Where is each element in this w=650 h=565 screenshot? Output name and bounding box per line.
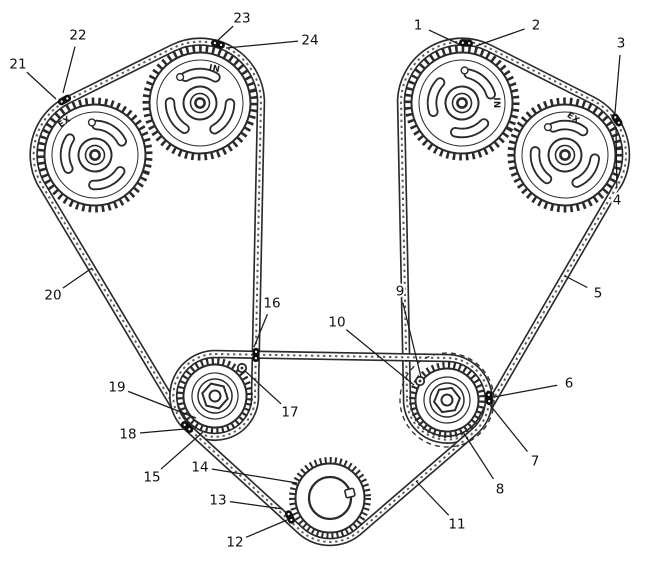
callout-number-7: 7: [531, 454, 540, 470]
callout-number-10: 10: [328, 315, 345, 331]
callout-leader-22: [62, 46, 76, 94]
callout-number-21: 21: [9, 57, 26, 73]
callout-number-24: 24: [301, 33, 318, 49]
callout-number-23: 23: [233, 11, 250, 27]
callout-leader-9: [402, 302, 422, 378]
timing-link-mark-left-run: [252, 347, 260, 363]
callout-number-18: 18: [119, 427, 136, 443]
timing-link-mark-right-intake: [458, 38, 474, 48]
callout-number-19: 19: [108, 380, 125, 396]
callout-number-6: 6: [565, 376, 574, 392]
callout-leader-21: [26, 71, 57, 100]
callout-leader-17: [243, 369, 282, 405]
timing-link-mark-right-idler: [485, 390, 493, 406]
callout-number-20: 20: [44, 288, 61, 304]
callout-leader-20: [62, 267, 93, 289]
callout-leader-2: [475, 28, 525, 47]
sprocket-mark-left-intake: IN: [208, 63, 221, 75]
callout-leader-15: [160, 431, 204, 470]
callout-number-11: 11: [448, 517, 465, 533]
sprocket-mark-right-intake: IN: [491, 97, 501, 108]
callout-leader-18: [139, 428, 186, 434]
callout-leader-23: [215, 25, 234, 43]
callout-number-1: 1: [414, 18, 423, 34]
callout-number-5: 5: [594, 286, 603, 302]
callout-number-2: 2: [532, 18, 541, 34]
callout-leader-7: [489, 404, 528, 453]
callout-number-9: 9: [396, 284, 405, 300]
callout-leader-5: [564, 275, 588, 289]
callout-leader-6: [493, 384, 558, 398]
callout-leader-1: [428, 29, 462, 46]
sprockets: [27, 30, 626, 539]
callout-number-12: 12: [226, 535, 243, 551]
callout-leader-14: [211, 468, 298, 484]
crankshaft-keyway: [344, 487, 356, 499]
callout-leader-10: [345, 329, 415, 386]
callout-number-15: 15: [143, 470, 160, 486]
callout-leader-16: [253, 313, 269, 348]
callout-leader-12: [245, 519, 288, 538]
callout-leader-3: [614, 54, 621, 114]
callout-leader-8: [462, 431, 494, 480]
idler-reference-dashed-circle: [399, 352, 495, 448]
callout-number-8: 8: [496, 482, 505, 498]
callout-leader-13: [229, 501, 284, 510]
callout-leader-11: [415, 480, 450, 516]
camshaft-sprocket-left-exhaust: [27, 87, 163, 223]
callout-number-13: 13: [209, 493, 226, 509]
callout-number-14: 14: [191, 460, 208, 476]
callout-leader-4: [615, 126, 618, 189]
guide-bolt-right: [414, 375, 426, 387]
callout-number-3: 3: [617, 36, 626, 52]
callout-leader-19: [127, 390, 197, 419]
callout-number-4: 4: [613, 193, 622, 209]
callout-leader-24: [225, 40, 299, 49]
crankshaft-sprocket: [289, 457, 371, 539]
callout-number-16: 16: [263, 296, 280, 312]
callout-number-22: 22: [69, 28, 86, 44]
callout-number-17: 17: [281, 405, 298, 421]
